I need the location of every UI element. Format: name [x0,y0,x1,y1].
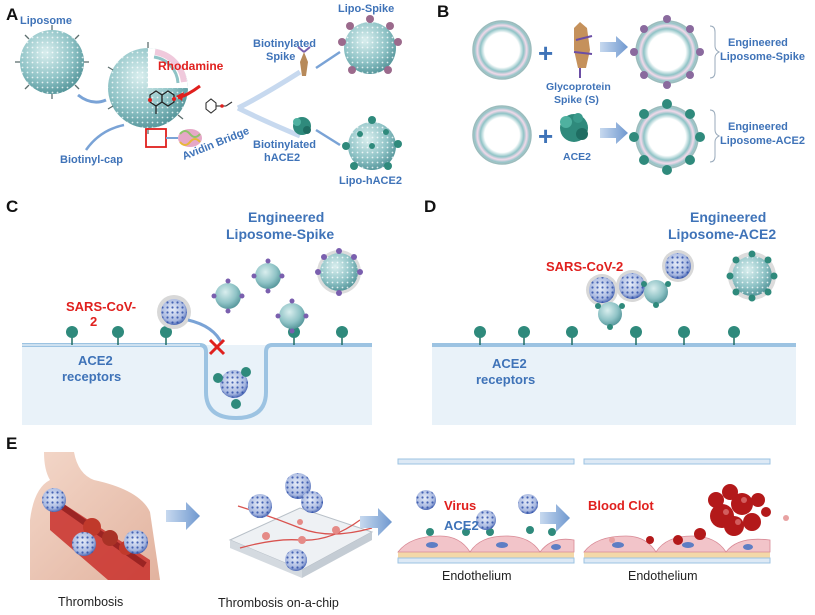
panel-c-title-1: Engineered [248,209,324,225]
plus-sign-1: + [538,38,553,68]
thrombosis-label: Thrombosis [58,595,123,609]
ace2-label-e: ACE2 [444,518,479,533]
glycoprotein-spike-structure [573,22,593,78]
liposome-ring-2 [472,105,532,165]
arrow-virus-entry-c [187,318,224,345]
engineered-liposome-spike-particle [630,15,704,89]
glycoprotein-label-2: Spike (S) [554,94,599,106]
lipo-hace2-label: Lipo-hACE2 [339,175,402,187]
bracket-row1 [709,25,721,79]
panel-d-title-1: Engineered [690,209,766,225]
spike-protein-icon [297,46,311,76]
rhodamine-label: Rhodamine [158,59,224,73]
biotin-molecule [205,98,233,114]
rhodamine-arrowhead [176,92,184,101]
arrow-to-spike [236,69,302,111]
panel-c-title-2: Liposome-Spike [226,226,334,242]
cell-membrane-c [22,343,372,421]
arrow-b-row1 [600,36,628,58]
ace2-receptors-label-d-2: receptors [476,372,535,387]
liposome-cross-section [107,42,188,134]
biotinyl-cap-label: Biotinyl-cap [60,154,123,166]
arrow-hace2-to-lipo [315,128,341,147]
liposome-particle [15,25,89,99]
endothelium-label-2: Endothelium [628,569,698,583]
biotinylated-spike-label-1: Biotinylated [253,38,316,50]
endothelium-label-1: Endothelium [442,569,512,583]
ace2-structure [560,113,588,142]
panel-b: B + Glycoprotein Spike (S) Engineered Li… [437,2,805,175]
panel-label-c: C [6,197,18,216]
ace2-receptors-label-d-1: ACE2 [492,356,527,371]
biotinylated-hace2-label-1: Biotinylated [253,139,316,151]
panel-label-e: E [6,434,17,453]
lipo-spike-label: Lipo-Spike [338,3,394,15]
engineered-spike-label-1: Engineered [728,37,788,49]
virus-cluster-d [586,250,694,330]
arrow-e-3 [540,504,570,532]
arrow-e-2 [360,508,392,536]
thrombosis-chip-illustration [228,473,374,578]
panel-label-a: A [6,5,18,24]
engineered-spike-label-2: Liposome-Spike [720,51,805,63]
arrow-biotinyl-cap [84,123,125,151]
biotinylated-spike-label-2: Spike [266,51,295,63]
virus-label: Virus [444,498,476,513]
sars-label-d: SARS-CoV-2 [546,259,623,274]
panel-d: D Engineered Liposome-ACE2 SARS-CoV-2 AC… [424,197,796,425]
virus-in-endosome-c [213,367,251,409]
biotinyl-cap-highlight-box [145,128,167,148]
human-torso-illustration [30,452,160,580]
arrow-b-row2 [600,122,628,144]
arrow-to-hace2 [236,105,301,139]
biotinylated-hace2-label-2: hACE2 [264,152,300,164]
liposome-label: Liposome [20,15,72,27]
thrombosis-on-a-chip-label: Thrombosis on-a-chip [218,596,339,610]
panel-c: C Engineered Liposome-Spike SARS-CoV- 2 … [6,197,372,425]
arrow-liposome-to-section [77,93,107,104]
engineered-ace2-label-1: Engineered [728,121,788,133]
cell-interior-c [22,345,372,425]
engineered-liposome-ace2-particle [629,99,705,175]
sars-cov-2-virus-c [157,295,191,329]
panel-label-b: B [437,2,449,21]
sars-label-c-2: 2 [90,314,97,329]
plus-sign-2: + [538,121,553,151]
glycoprotein-label-1: Glycoprotein [546,81,611,93]
hace2-protein-icon [293,117,311,135]
lipo-hace2-particle [342,116,402,170]
engineered-liposomes-floating-c [211,248,363,334]
liposome-ring-1 [472,20,532,80]
panel-d-title-2: Liposome-ACE2 [668,226,776,242]
engineered-liposome-ace2-floating-d [726,250,778,302]
avidin-protein [178,129,202,147]
blocked-cross-icon [208,338,226,356]
arrow-spike-to-lipo [315,50,341,70]
blood-clot-label: Blood Clot [588,498,654,513]
engineered-ace2-label-2: Liposome-ACE2 [720,135,805,147]
arrow-e-1 [166,502,200,530]
panel-label-d: D [424,197,436,216]
bracket-row2 [709,109,721,163]
ace2-label-b: ACE2 [563,151,591,163]
lipo-spike-particle [338,15,402,74]
cell-interior-d [432,345,796,425]
endothelium-blood-clot-illustration [583,458,789,564]
ace2-receptors-label-c-2: receptors [62,369,121,384]
rhodamine-molecule [148,90,176,114]
ace2-receptors-label-c-1: ACE2 [78,353,113,368]
panel-e: E Thrombosis [6,434,789,610]
ace2-receptors-d [474,326,740,345]
sars-label-c-1: SARS-CoV- [66,299,136,314]
endothelium-virus-illustration [397,458,575,564]
panel-a: A Liposome [6,3,402,187]
